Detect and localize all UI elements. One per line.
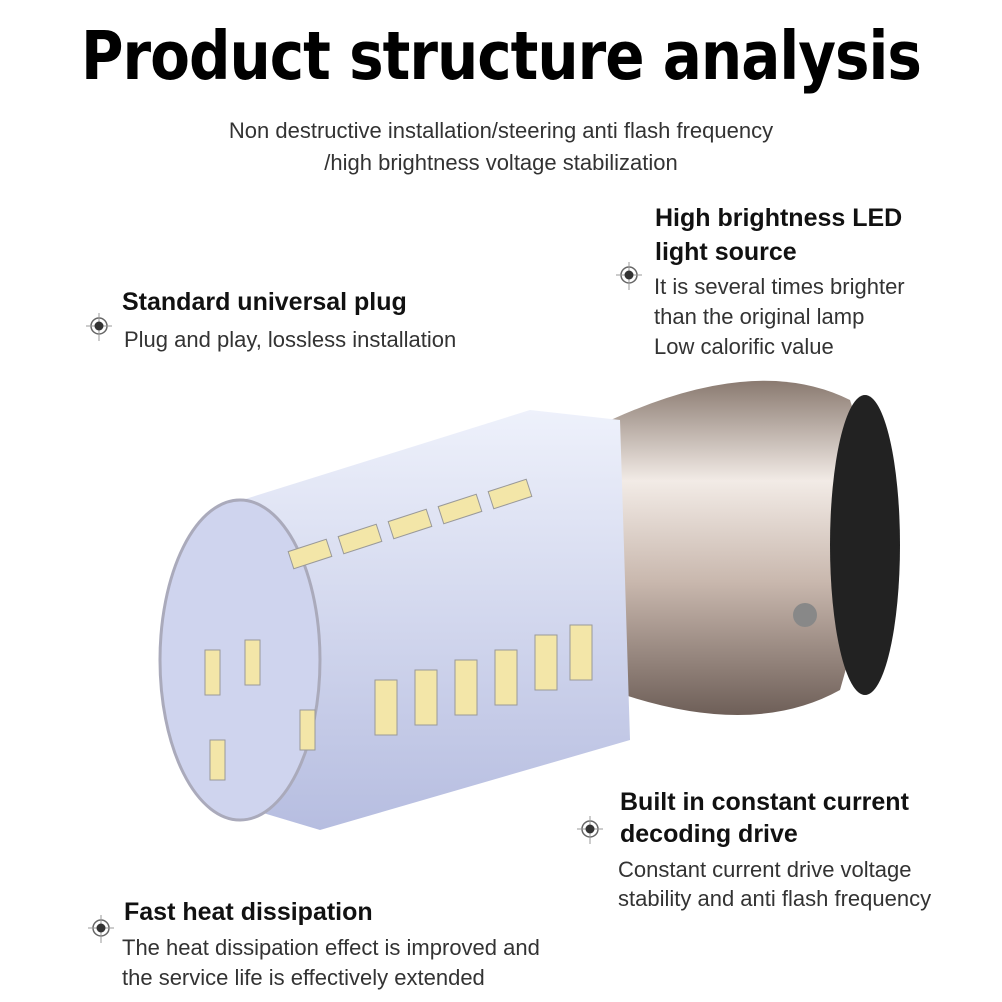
crosshair-icon — [88, 915, 114, 943]
feature-text-led-3: Low calorific value — [654, 334, 834, 359]
feature-text-heat-2: the service life is effectively extended — [122, 965, 485, 990]
subtitle-line-2: /high brightness voltage stabilization — [324, 150, 678, 175]
feature-text-driver-2: stability and anti flash frequency — [618, 886, 932, 911]
crosshair-icon — [616, 262, 642, 290]
feature-text-led-2: than the original lamp — [654, 304, 865, 329]
feature-heading-heat: Fast heat dissipation — [124, 898, 373, 926]
feature-heading-led-2: light source — [655, 238, 797, 266]
feature-text-heat-1: The heat dissipation effect is improved … — [122, 935, 540, 960]
page-title: Product structure analysis — [81, 16, 922, 96]
feature-text-led-1: It is several times brighter — [654, 274, 905, 299]
feature-text-plug: Plug and play, lossless installation — [124, 327, 457, 352]
feature-heading-led-1: High brightness LED — [655, 204, 903, 232]
feature-text-driver-1: Constant current drive voltage — [618, 857, 912, 882]
feature-heading-driver-2: decoding drive — [620, 820, 798, 848]
crosshair-icon — [86, 313, 112, 341]
subtitle-line-1: Non destructive installation/steering an… — [228, 118, 774, 143]
feature-heading-plug: Standard universal plug — [122, 288, 407, 316]
crosshair-icon — [577, 816, 603, 844]
led-bulb-image — [158, 380, 900, 830]
feature-heading-driver-1: Built in constant current — [620, 788, 909, 816]
